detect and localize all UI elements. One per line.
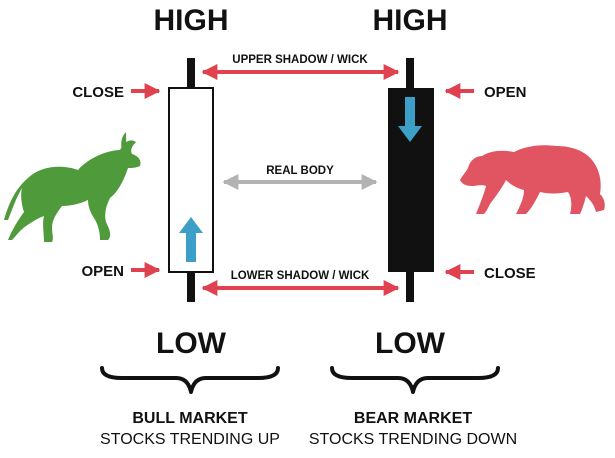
bull-close-label: CLOSE	[72, 84, 124, 101]
bear-icon	[460, 145, 605, 214]
bear-trend-subtitle: STOCKS TRENDING DOWN	[309, 431, 517, 448]
bear-upper-wick	[406, 58, 414, 88]
bull-icon	[4, 132, 141, 242]
upper-wick-label: UPPER SHADOW / WICK	[232, 54, 368, 66]
bull-trend-subtitle: STOCKS TRENDING UP	[100, 431, 280, 448]
bull-market-title: BULL MARKET	[132, 410, 247, 427]
bear-market-title: BEAR MARKET	[354, 410, 472, 427]
lower-wick-label: LOWER SHADOW / WICK	[231, 270, 370, 282]
real-body-label: REAL BODY	[266, 165, 334, 177]
bear-low-label: LOW	[375, 327, 446, 360]
bull-low-label: LOW	[156, 327, 227, 360]
bear-high-label: HIGH	[373, 4, 448, 37]
bear-brace	[330, 366, 500, 394]
bear-open-label: OPEN	[484, 84, 527, 101]
arrow-down-icon	[398, 97, 422, 142]
bull-open-label: OPEN	[81, 263, 124, 280]
bull-upper-wick	[187, 58, 195, 88]
arrow-up-icon	[179, 217, 203, 262]
bull-brace	[100, 366, 280, 394]
bull-high-label: HIGH	[154, 4, 229, 37]
bear-lower-wick	[406, 272, 414, 302]
bull-lower-wick	[187, 272, 195, 302]
bear-close-label: CLOSE	[484, 265, 536, 282]
